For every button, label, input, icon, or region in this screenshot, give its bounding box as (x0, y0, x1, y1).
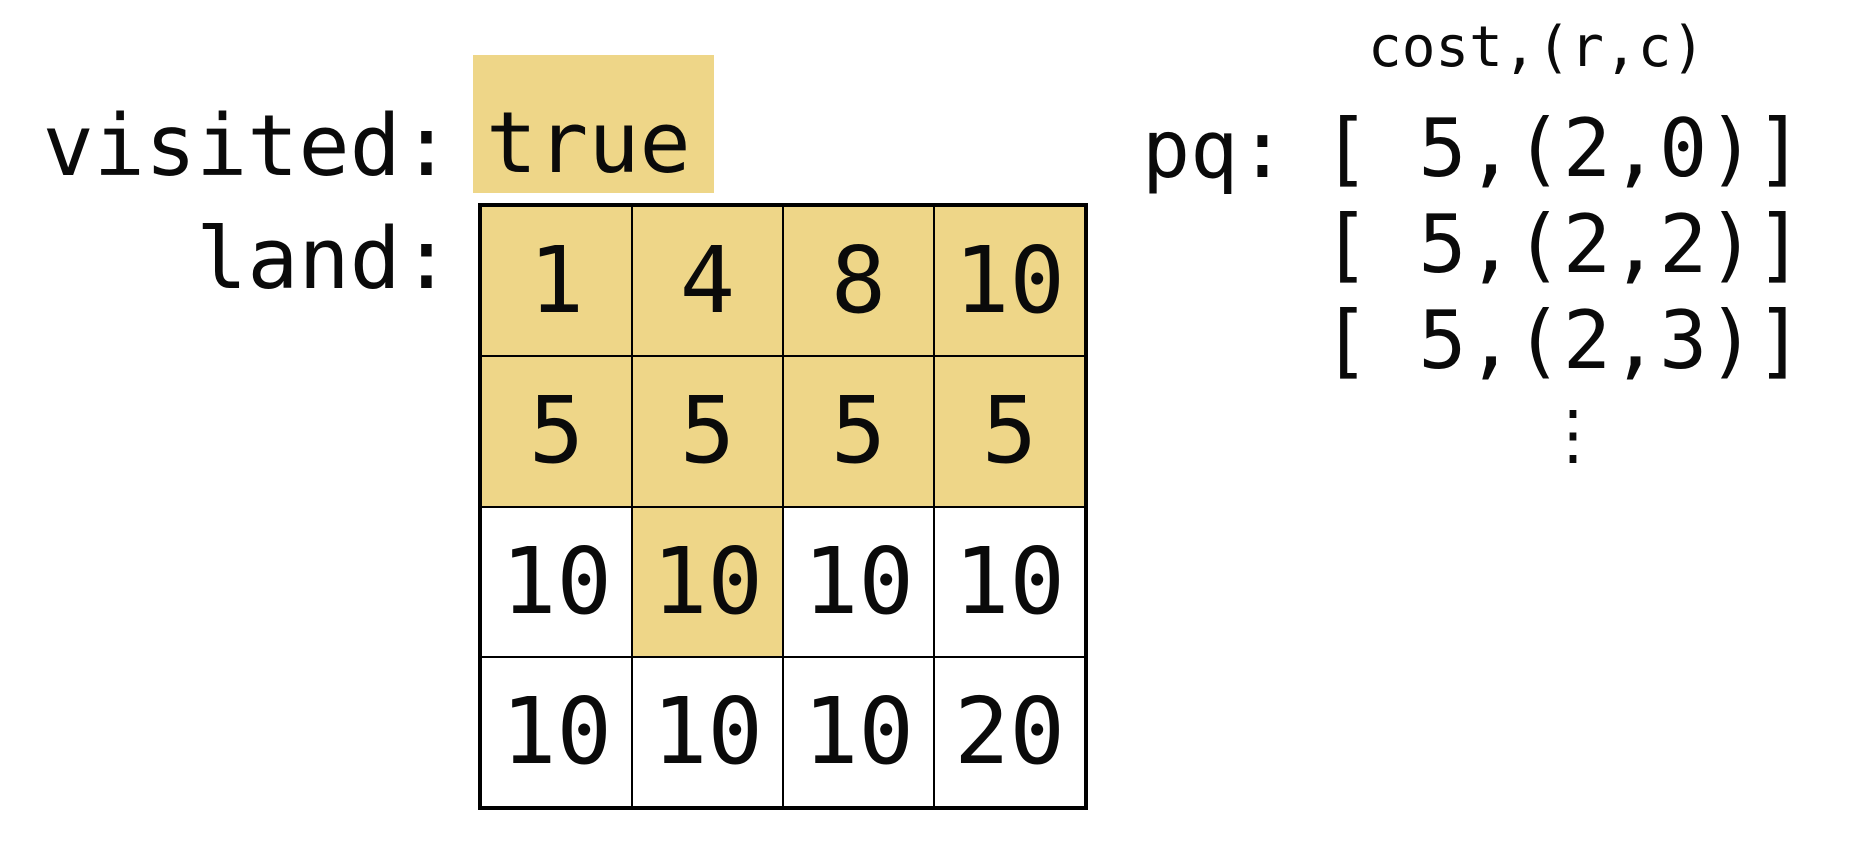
pq-entry: [ 5,(2,2)] (1322, 198, 1804, 291)
land-label: land: (196, 210, 452, 309)
grid-cell-r2c3: 10 (934, 506, 1085, 657)
grid-cell-r0c3: 10 (934, 206, 1085, 357)
grid-cell-r1c1: 5 (632, 356, 783, 507)
visited-label: visited: (42, 97, 452, 196)
visited-value: true (486, 94, 691, 193)
grid-cell-r1c2: 5 (783, 356, 934, 507)
grid-cell-r2c2: 10 (783, 506, 934, 657)
pq-entry: [ 5,(2,0)] (1322, 102, 1804, 195)
pq-entry: [ 5,(2,3)] (1322, 294, 1804, 387)
grid-cell-r0c0: 1 (481, 206, 632, 357)
pq-column-header: cost,(r,c) (1368, 15, 1706, 80)
visited-value-highlight: true (473, 55, 714, 193)
grid-cell-r3c0: 10 (481, 656, 632, 807)
grid-cell-r1c0: 5 (481, 356, 632, 507)
grid-cell-r0c1: 4 (632, 206, 783, 357)
grid-cell-r3c2: 10 (783, 656, 934, 807)
pq-ellipsis-icon: ⋮ (1540, 396, 1606, 473)
pq-label: pq: (1142, 103, 1287, 196)
grid-cell-r3c1: 10 (632, 656, 783, 807)
grid-cell-r2c1: 10 (632, 506, 783, 657)
grid-cell-r3c3: 20 (934, 656, 1085, 807)
pq-entry-list: [ 5,(2,0)][ 5,(2,2)][ 5,(2,3)] (1322, 101, 1804, 389)
grid-cell-r1c3: 5 (934, 356, 1085, 507)
grid-cell-r0c2: 8 (783, 206, 934, 357)
grid-cell-r2c0: 10 (481, 506, 632, 657)
